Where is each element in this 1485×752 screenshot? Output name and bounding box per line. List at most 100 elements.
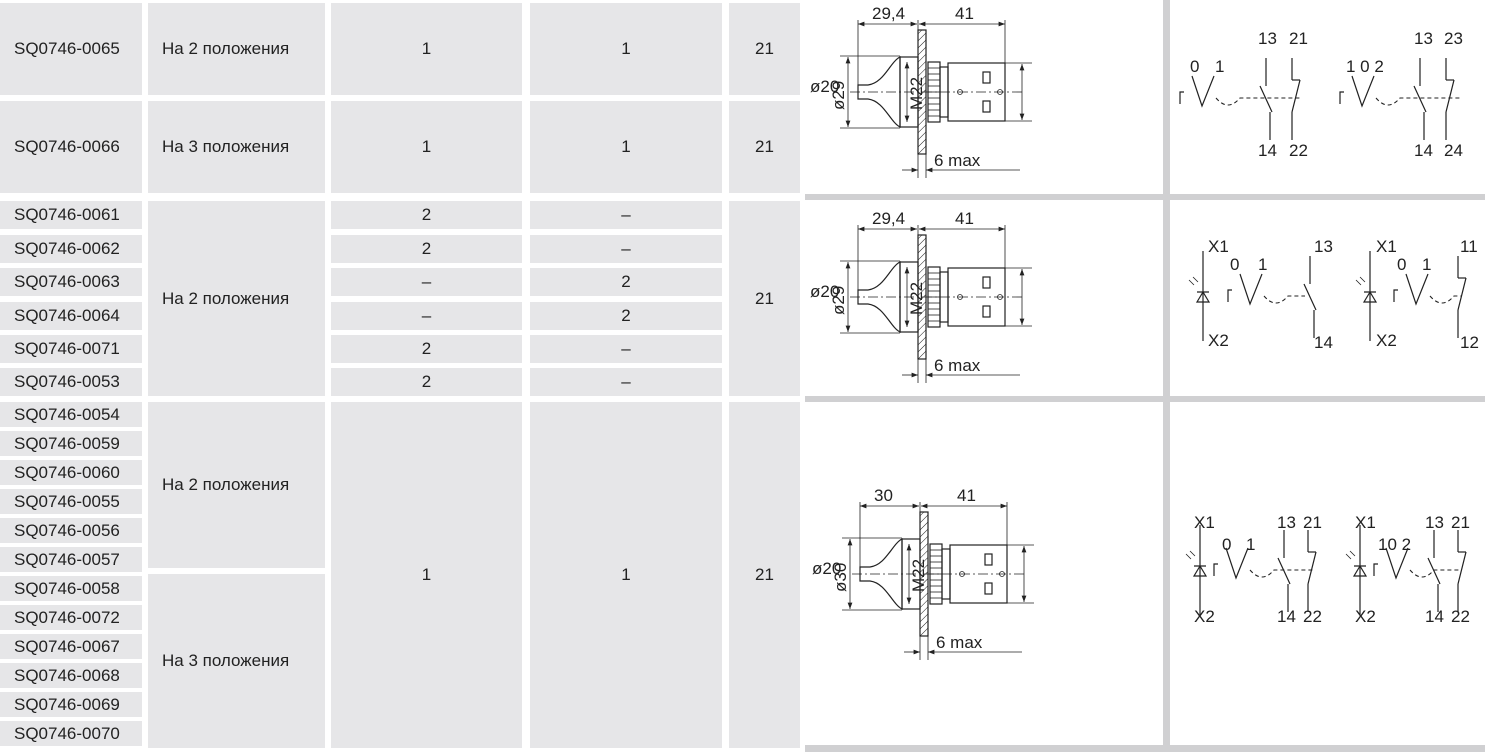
terminal-label: 14 [1314, 333, 1333, 352]
code-cell: SQ0746-0071 [0, 335, 142, 363]
position-label: 0 [1397, 255, 1406, 274]
terminal-label: 22 [1451, 607, 1470, 626]
code-cell: SQ0746-0057 [0, 547, 142, 572]
row-divider [805, 396, 1485, 402]
positions-cell: На 2 положения [148, 201, 325, 396]
terminal-label: 13 [1414, 29, 1433, 48]
dim-body-diameter: ø20 [812, 559, 841, 578]
terminal-label: X2 [1194, 607, 1215, 626]
position-label: 1 0 2 [1346, 57, 1384, 76]
col4-cell: – [530, 335, 722, 363]
code-cell: SQ0746-0055 [0, 489, 142, 514]
col5-cell: 21 [729, 3, 800, 95]
column-divider [1163, 0, 1170, 752]
col3-cell: – [331, 302, 522, 330]
col3-cell: 2 [331, 368, 522, 396]
terminal-label: X1 [1355, 513, 1376, 532]
code-cell: SQ0746-0056 [0, 518, 142, 543]
code-cell: SQ0746-0062 [0, 235, 142, 263]
code-cell: SQ0746-0067 [0, 634, 142, 659]
dim-length-b: 41 [955, 209, 974, 228]
terminal-label: 12 [1460, 333, 1479, 352]
terminal-label: 21 [1303, 513, 1322, 532]
code-cell: SQ0746-0069 [0, 692, 142, 717]
terminal-label: 13 [1277, 513, 1296, 532]
position-label: 0 [1230, 255, 1239, 274]
terminal-label: X1 [1376, 237, 1397, 256]
dim-length-a: 30 [874, 486, 893, 505]
col3-cell: 2 [331, 201, 522, 229]
col3-cell: 2 [331, 235, 522, 263]
col3-cell: 1 [331, 3, 522, 95]
dimension-drawing: 30 41 ø30 M22 ø20 6 max [812, 486, 1034, 660]
position-label: 0 [1222, 535, 1231, 554]
terminal-label: 14 [1425, 607, 1444, 626]
col4-cell: – [530, 201, 722, 229]
positions-cell: На 3 положения [148, 101, 325, 193]
col4-cell: 2 [530, 302, 722, 330]
code-cell: SQ0746-0066 [0, 101, 142, 193]
code-cell: SQ0746-0061 [0, 201, 142, 229]
col4-cell: – [530, 235, 722, 263]
position-label: 1 [1215, 57, 1224, 76]
dim-body-diameter: ø20 [810, 77, 839, 96]
terminal-label: 13 [1258, 29, 1277, 48]
terminal-label: 11 [1460, 237, 1478, 256]
position-label: 1 [1422, 255, 1431, 274]
terminal-label: 23 [1444, 29, 1463, 48]
terminal-label: 14 [1277, 607, 1296, 626]
positions-cell: На 2 положения [148, 402, 325, 568]
code-cell: SQ0746-0065 [0, 3, 142, 95]
terminal-label: X1 [1194, 513, 1215, 532]
col3-cell: 1 [331, 101, 522, 193]
terminal-label: X1 [1208, 237, 1229, 256]
dim-body-diameter: ø20 [810, 282, 839, 301]
code-cell: SQ0746-0063 [0, 268, 142, 296]
code-cell: SQ0746-0070 [0, 721, 142, 746]
terminal-label: 24 [1444, 141, 1463, 160]
col3-cell: 2 [331, 335, 522, 363]
col4-cell: 2 [530, 268, 722, 296]
terminal-label: 22 [1303, 607, 1322, 626]
code-cell: SQ0746-0064 [0, 302, 142, 330]
terminal-label: 14 [1414, 141, 1433, 160]
positions-cell: На 3 положения [148, 574, 325, 748]
terminal-label: 13 [1314, 237, 1333, 256]
row-divider [805, 194, 1485, 200]
col4-cell: 1 [530, 402, 722, 748]
code-cell: SQ0746-0054 [0, 402, 142, 427]
position-label: 0 [1190, 57, 1199, 76]
terminal-label: 14 [1258, 141, 1277, 160]
dim-length-a: 29,4 [872, 4, 905, 23]
dim-length-b: 41 [955, 4, 974, 23]
col3-cell: – [331, 268, 522, 296]
dim-length-a: 29,4 [872, 209, 905, 228]
col5-cell: 21 [729, 201, 800, 396]
col4-cell: 1 [530, 3, 722, 95]
dim-knob-diameter: ø29 [829, 81, 848, 110]
col4-cell: – [530, 368, 722, 396]
col5-cell: 21 [729, 101, 800, 193]
code-cell: SQ0746-0059 [0, 431, 142, 456]
dim-knob-diameter: ø30 [831, 563, 850, 592]
col5-cell: 21 [729, 402, 800, 748]
terminal-label: X2 [1208, 331, 1229, 350]
row-divider [805, 745, 1485, 752]
code-cell: SQ0746-0060 [0, 460, 142, 485]
position-label: 1 [1258, 255, 1267, 274]
col4-cell: 1 [530, 101, 722, 193]
terminal-label: 13 [1425, 513, 1444, 532]
terminal-label: 21 [1451, 513, 1470, 532]
terminal-label: X2 [1376, 331, 1397, 350]
dim-panel-thickness: 6 max [934, 356, 981, 375]
code-cell: SQ0746-0068 [0, 663, 142, 688]
positions-cell: На 2 положения [148, 3, 325, 95]
dimension-drawing: 29,4 41 ø29 M22 ø20 6 max [810, 209, 1032, 383]
code-cell: SQ0746-0058 [0, 576, 142, 601]
dim-knob-diameter: ø29 [829, 286, 848, 315]
